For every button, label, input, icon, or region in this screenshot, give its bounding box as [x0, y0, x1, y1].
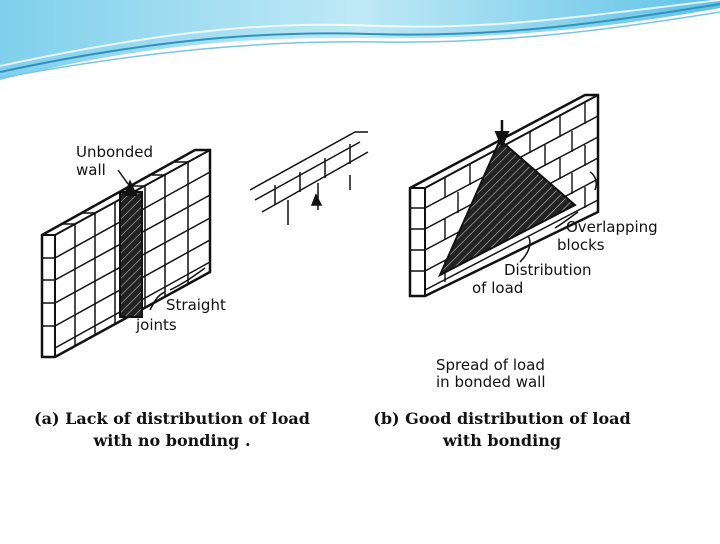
caption-a: (a) Lack of distribution of load with no…: [22, 408, 322, 452]
caption-a-line2: with no bonding .: [93, 431, 251, 450]
label-straight-line1: Straight: [166, 296, 226, 314]
caption-a-line1: (a) Lack of distribution of load: [34, 409, 310, 428]
caption-b-line1: (b) Good distribution of load: [373, 409, 631, 428]
caption-b-line2: with bonding: [442, 431, 562, 450]
label-overlapping-line1: Overlapping: [566, 218, 658, 236]
label-distribution-line2: of load: [472, 279, 523, 297]
top-banner: [0, 0, 720, 80]
label-spread-line2: in bonded wall: [436, 373, 545, 391]
label-straight-line2: joints: [135, 316, 177, 334]
label-unbonded-line1: Unbonded: [76, 143, 153, 161]
label-spread-line1: Spread of load: [436, 356, 545, 374]
caption-b: (b) Good distribution of load with bondi…: [362, 408, 642, 452]
label-unbonded-line2: wall: [76, 161, 106, 179]
diagram-a: [40, 148, 212, 359]
joint-detail-sketch: [249, 131, 369, 225]
label-distribution-line1: Distribution: [504, 261, 592, 279]
diagram-b: [408, 93, 600, 298]
label-overlapping-line2: blocks: [557, 236, 605, 254]
